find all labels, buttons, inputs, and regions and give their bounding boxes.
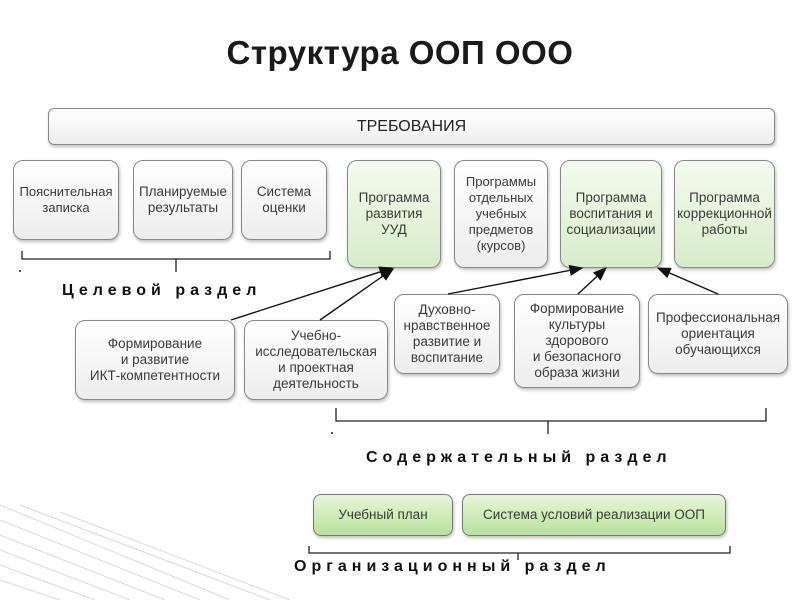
program-correction-box: Программа коррекционной работы: [674, 160, 775, 268]
arrow-research-to-uud: [319, 268, 395, 321]
career-guidance-box: Профессиональная ориентация обучающихся: [648, 294, 788, 374]
org-section-label: Организационный раздел: [294, 558, 611, 575]
program-upbringing-box: Программа воспитания и социализации: [560, 160, 662, 268]
curriculum-box: Учебный план: [313, 494, 453, 536]
spiritual-moral-box: Духовно- нравственное развитие и воспита…: [394, 294, 500, 374]
program-uud-box: Программа развития УУД: [347, 160, 441, 268]
research-project-box: Учебно- исследовательская и проектная де…: [244, 320, 388, 400]
content-bracket: [335, 408, 767, 422]
explanatory-note-box: Пояснительная записка: [13, 160, 119, 240]
org-bracket: [308, 546, 731, 554]
arrow-spiritual-to-upbringing: [447, 264, 584, 295]
conditions-system-box: Система условий реализации ООП: [462, 494, 726, 536]
healthy-lifestyle-box: Формирование культуры здорового и безопа…: [514, 294, 640, 388]
content-section-label: Содержательный раздел: [366, 449, 672, 466]
arrow-ict-to-uud: [230, 266, 394, 321]
target-bracket: [21, 251, 331, 260]
arrow-lifestyle-to-upbringing: [577, 267, 608, 295]
page-title: Структура ООП ООО: [226, 34, 574, 71]
assessment-system-box: Система оценки: [241, 160, 327, 240]
program-subjects-box: Программы отдельных учебных предметов (к…: [454, 160, 548, 268]
ict-competence-box: Формирование и развитие ИКТ-компетентнос…: [75, 320, 235, 400]
target-section-label: Целевой раздел: [62, 282, 262, 299]
requirements-box: ТРЕБОВАНИЯ: [48, 108, 775, 145]
planned-results-box: Планируемые результаты: [133, 160, 233, 240]
arrow-career-to-upbringing: [656, 267, 719, 295]
